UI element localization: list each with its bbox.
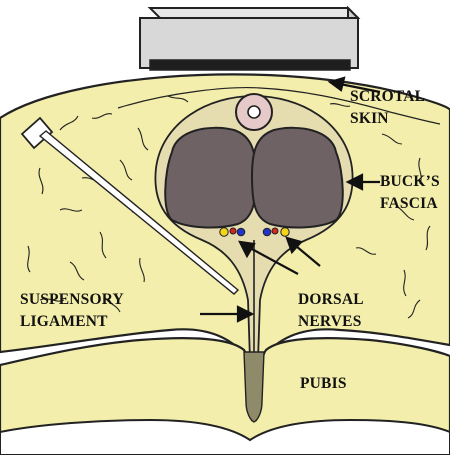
- label-bucks-fascia-line2: FASCIA: [380, 195, 438, 212]
- urethral-lumen: [248, 106, 260, 118]
- dorsal-artery-left: [230, 228, 236, 234]
- dorsal-artery-right: [272, 228, 278, 234]
- ultrasound-probe: [140, 8, 358, 70]
- corpus-cavernosum-right: [252, 128, 343, 228]
- label-dorsal-nerves-line2: NERVES: [298, 313, 362, 330]
- label-bucks-fascia-line1: BUCK’S: [380, 173, 440, 190]
- dorsal-nerve-left: [220, 228, 228, 236]
- dorsal-nerve-right: [281, 228, 289, 236]
- label-scrotal-skin-line1: SCROTAL: [350, 88, 425, 105]
- dorsal-vein-right: [263, 228, 271, 236]
- dorsal-vein-left: [237, 228, 245, 236]
- label-suspensory-ligament-line1: SUSPENSORY: [20, 291, 124, 308]
- label-scrotal-skin-line2: SKIN: [350, 110, 389, 127]
- label-suspensory-ligament-line2: LIGAMENT: [20, 313, 108, 330]
- label-dorsal-nerves-line1: DORSAL: [298, 291, 363, 308]
- label-pubis: PUBIS: [300, 375, 347, 392]
- corpus-cavernosum-left: [165, 128, 256, 228]
- pubic-symphysis: [244, 352, 264, 422]
